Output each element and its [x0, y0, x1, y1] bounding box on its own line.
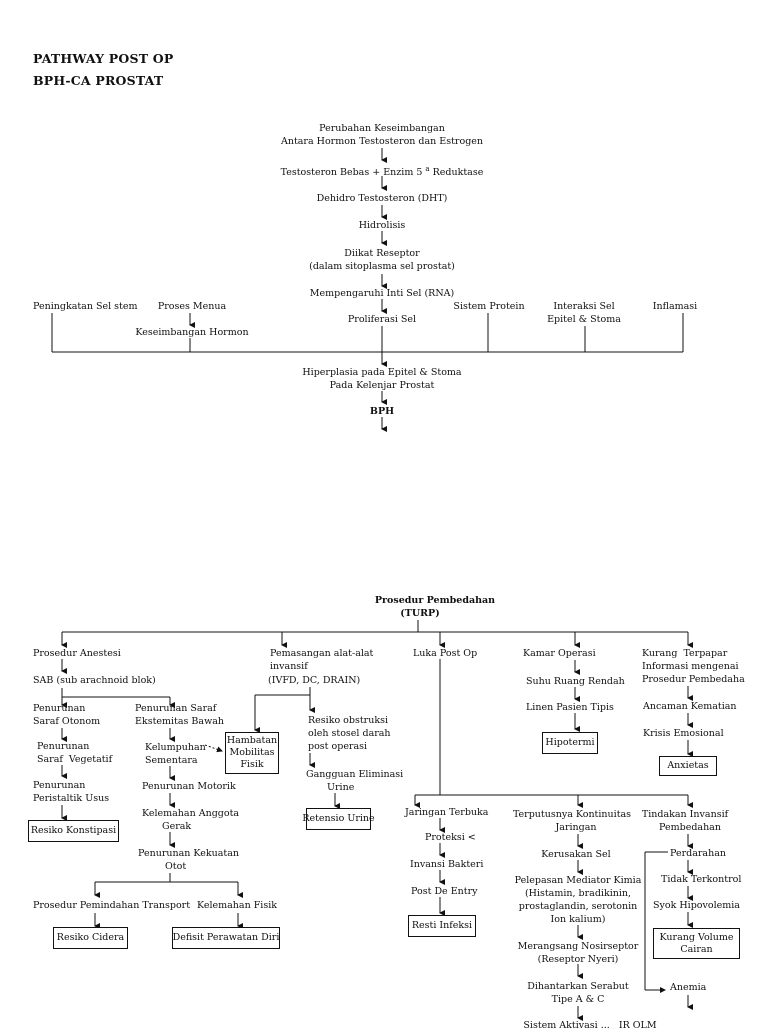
factor-interaksi-sel-2: Epitel & Stoma — [547, 314, 621, 325]
node-resiko-obstruksi: Resiko obstruksi — [308, 715, 389, 726]
node-resiko-obstruksi-3: post operasi — [308, 741, 368, 752]
node-hiperplasia-2: Pada Kelenjar Prostat — [329, 380, 435, 391]
factor-keseimbangan: Keseimbangan Hormon — [135, 327, 249, 338]
factor-sel-stem: Peningkatan Sel stem — [33, 301, 138, 312]
node-penurunan-motorik: Penurunan Motorik — [142, 781, 236, 792]
node-prosedur-pembedahan: Prosedur Pembedahan — [374, 595, 496, 606]
node-jaringan-terbuka: Jaringan Terbuka — [405, 807, 489, 818]
box-anxietas: Anxietas — [659, 756, 717, 776]
node-kelumpuhan-2: Sementara — [145, 755, 198, 766]
box-resiko-cidera: Resiko Cidera — [53, 927, 128, 949]
node-ivfd: (IVFD, DC, DRAIN) — [268, 675, 361, 686]
node-kelumpuhan: Kelumpuhan — [145, 742, 206, 753]
box-hambatan-mobilitas: Hambatan Mobilitas Fisik — [225, 732, 279, 774]
node-nosirseptor: Merangsang Nosirseptor — [517, 941, 639, 952]
node-kurang-terpapar-2: Informasi mengenai — [642, 661, 739, 672]
node-tindakan-invansif-2: Pembedahan — [659, 822, 721, 833]
factor-proses-menua: Proses Menua — [157, 301, 227, 312]
factor-inflamasi: Inflamasi — [652, 301, 698, 312]
node-invansi-bakteri: Invansi Bakteri — [410, 859, 484, 870]
node-kelemahan-anggota: Kelemahan Anggota — [142, 808, 240, 819]
node-linen-pasien: Linen Pasien Tipis — [526, 702, 614, 713]
box-resiko-konstipasi: Resiko Konstipasi — [28, 820, 119, 842]
box-retensio-urine: Retensio Urine — [302, 808, 375, 830]
node-perdarahan: Perdarahan — [670, 848, 726, 859]
node-gangguan-eliminasi-2: Urine — [327, 782, 355, 793]
box-kurang-volume: Kurang Volume Cairan — [653, 928, 740, 959]
node-terputusnya-2: Jaringan — [555, 822, 597, 833]
node-pemasangan-2: invansif — [270, 661, 308, 672]
node-turp: (TURP) — [400, 608, 440, 619]
page-subtitle: BPH-CA PROSTAT — [33, 73, 164, 88]
node-krisis-emosional: Krisis Emosional — [643, 728, 724, 739]
node-inti-sel: Mempengaruhi Inti Sel (RNA) — [309, 288, 455, 299]
node-testosteron: Testosteron Bebas + Enzim 5 a Reduktase — [280, 165, 484, 179]
box-kurang-volume-text: Kurang Volume Cairan — [659, 931, 734, 955]
node-peristaltik-2: Peristaltik Usus — [33, 793, 110, 804]
box-resti-infeksi: Resti Infeksi — [408, 915, 476, 937]
node-pelepasan-mediator: Pelepasan Mediator Kimia — [514, 875, 642, 886]
node-gangguan-eliminasi: Gangguan Eliminasi — [306, 769, 404, 780]
node-tidak-terkontrol: Tidak Terkontrol — [661, 874, 742, 885]
node-hidrolisis: Hidrolisis — [358, 220, 406, 231]
node-saraf-ekstremitas-2: Ekstemitas Bawah — [135, 716, 224, 727]
node-saraf-otonom: Penurunan — [33, 703, 86, 714]
node-peristaltik: Penurunan — [33, 780, 86, 791]
node-sab: SAB (sub arachnoid blok) — [33, 675, 156, 686]
node-luka-post-op: Luka Post Op — [413, 648, 478, 659]
node-hiperplasia: Hiperplasia pada Epitel & Stoma — [302, 367, 462, 378]
node-proteksi: Proteksi < — [425, 832, 476, 843]
node-pemasangan: Pemasangan alat-alat — [270, 648, 374, 659]
node-terputusnya: Terputusnya Kontinuitas — [512, 809, 632, 820]
node-syok-hipovolemia: Syok Hipovolemia — [653, 900, 740, 911]
node-saraf-ekstremitas: Penurunan Saraf — [135, 703, 217, 714]
node-suhu-ruang: Suhu Ruang Rendah — [526, 676, 625, 687]
node-pelepasan-mediator-4: Ion kalium) — [550, 914, 606, 925]
node-proliferasi: Proliferasi Sel — [347, 314, 417, 325]
node-dht: Dehidro Testosteron (DHT) — [316, 193, 448, 204]
factor-interaksi-sel: Interaksi Sel — [553, 301, 615, 312]
node-resiko-obstruksi-2: oleh stosel darah — [308, 728, 391, 739]
node-diikat-2: (dalam sitoplasma sel prostat) — [309, 261, 455, 272]
node-kurang-terpapar-3: Prosedur Pembedaha — [642, 674, 745, 685]
node-tindakan-invansif: Tindakan Invansif — [641, 809, 729, 820]
node-anemia: Anemia — [670, 982, 707, 993]
node-sistem-aktivasi: Sistem Aktivasi ... IR OLM — [523, 1020, 657, 1031]
node-kekuatan-otot: Penurunan Kekuatan — [138, 848, 240, 859]
page-title: PATHWAY POST OP — [33, 51, 174, 66]
node-kerusakan-sel: Kerusakan Sel — [541, 849, 611, 860]
node-kelemahan-anggota-2: Gerak — [162, 821, 192, 832]
node-pelepasan-mediator-2: (Histamin, bradikinin, — [524, 888, 632, 899]
node-serabut: Dihantarkan Serabut — [527, 981, 629, 992]
node-saraf-otonom-2: Saraf Otonom — [33, 716, 101, 727]
node-bph: BPH — [369, 406, 395, 417]
node-pelepasan-mediator-3: prostaglandin, serotonin — [518, 901, 638, 912]
node-pemindahan: Prosedur Pemindahan Transport — [33, 900, 191, 911]
node-kamar-operasi: Kamar Operasi — [523, 648, 596, 659]
box-defisit-perawatan: Defisit Perawatan Diri — [172, 927, 280, 949]
node-kurang-terpapar: Kurang Terpapar — [642, 648, 728, 659]
node-perubahan: Perubahan Keseimbangan — [319, 123, 445, 134]
node-kekuatan-otot-2: Otot — [165, 861, 187, 872]
node-ancaman-kematian: Ancaman Kematian — [643, 701, 737, 712]
node-kelemahan-fisik: Kelemahan Fisik — [197, 900, 278, 911]
box-hambatan-text: Hambatan Mobilitas Fisik — [226, 735, 278, 770]
factor-sistem-protein: Sistem Protein — [453, 301, 525, 312]
node-saraf-vegetatif-2: Saraf Vegetatif — [37, 754, 113, 765]
node-saraf-vegetatif: Penurunan — [37, 741, 90, 752]
node-diikat: Diikat Reseptor — [344, 248, 420, 259]
node-nosirseptor-2: (Reseptor Nyeri) — [537, 954, 619, 965]
box-hipotermi: Hipotermi — [542, 732, 598, 754]
node-prosedur-anestesi: Prosedur Anestesi — [33, 648, 121, 659]
node-serabut-2: Tipe A & C — [551, 994, 605, 1005]
node-perubahan-2: Antara Hormon Testosteron dan Estrogen — [280, 136, 484, 147]
node-post-de-entry: Post De Entry — [411, 886, 478, 897]
